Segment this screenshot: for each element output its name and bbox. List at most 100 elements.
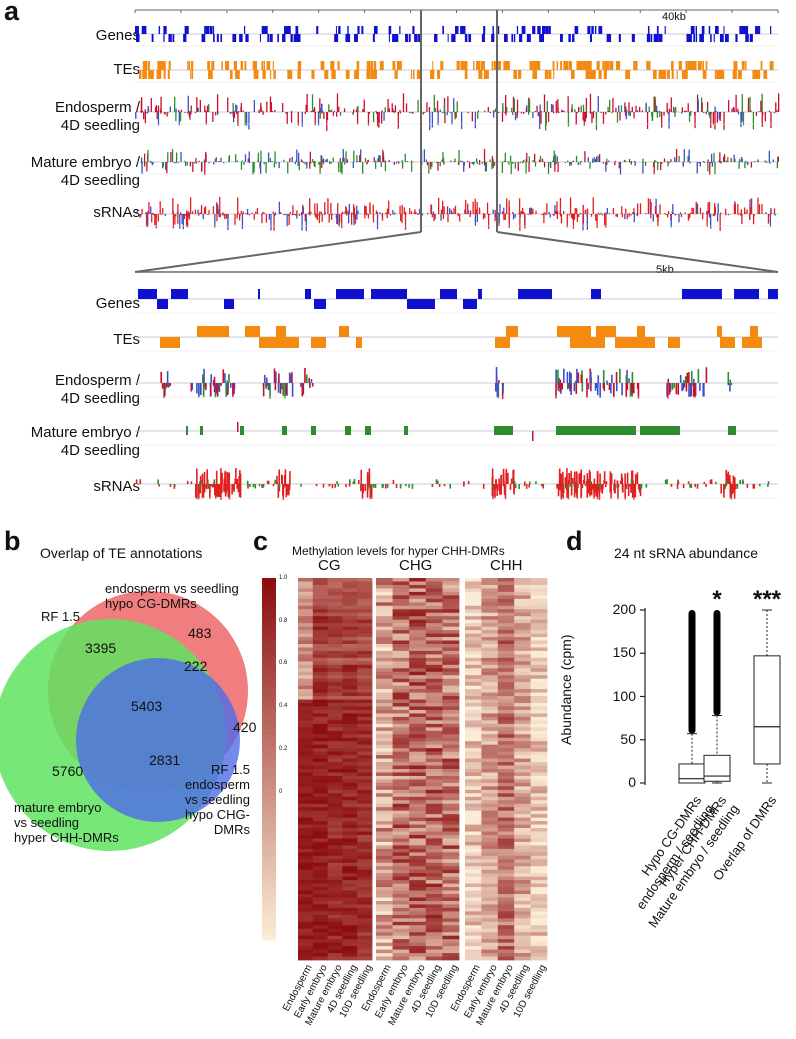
heatmap-cell [465,796,482,801]
gene-block [532,26,536,34]
heatmap-cell [465,810,482,815]
heatmap-cell [497,869,515,874]
dmr-bar [491,162,493,170]
heatmap-cell [442,810,460,815]
dmr-bar [517,162,519,171]
srna-bar [732,484,734,493]
heatmap-cell [392,744,410,749]
srna-bar [630,484,633,493]
heatmap-cell [392,918,410,923]
te-block [499,61,501,70]
srna-bar [449,484,452,489]
dmr-bar [467,112,469,114]
srna-bar [610,484,612,499]
heatmap-cell [342,584,358,589]
dmr-bar [693,112,696,116]
srna-bar [224,484,227,497]
heatmap-cell [497,914,515,919]
heatmap-cell [497,703,515,707]
dmr-bar [397,112,399,115]
heatmap-cell [465,650,482,655]
heatmap-cell [376,623,393,628]
heatmap-cell [376,873,393,878]
dmr-bar [489,112,491,114]
heatmap-cell [481,723,499,728]
srna-bar [624,214,626,220]
srna-bar [559,197,562,214]
srna-bar [634,212,636,214]
gene-block [540,34,545,42]
gene-block [590,34,593,42]
heatmap-cell [497,935,515,940]
dmr-bar [150,98,152,112]
heatmap-cell [392,800,410,805]
dmr-bar [727,157,729,162]
heatmap-cell [530,709,548,714]
srna-bar [249,484,251,488]
dmr-bar [393,162,395,165]
dmr-bar [682,383,685,390]
gene-block [723,26,725,34]
srna-bar [625,208,627,214]
dmr-bar [684,376,687,383]
srna-bar [610,473,613,484]
dmr-bar [527,112,530,115]
srna-bar [638,484,641,490]
heatmap-cell [442,880,460,884]
dmr-bar [478,159,481,162]
te-block [473,61,475,70]
heatmap-cell [514,894,531,898]
heatmap-cell [312,834,328,839]
dmr-bar [677,383,680,395]
te-block [144,70,146,79]
srna-bar [384,484,387,489]
srna-bar [729,474,731,484]
heatmap-cell [425,907,443,912]
dmr-bar [740,157,743,162]
srna-bar [202,214,204,220]
heatmap-cell [514,578,531,582]
te-block [732,70,737,79]
heatmap-cell [357,803,373,808]
srna-bar [433,214,435,222]
dmr-bar [713,152,715,162]
srna-bar [769,214,771,216]
te-block [163,70,166,79]
heatmap-cell [442,640,460,645]
heatmap-cell [442,727,460,732]
dmr-bar [210,374,213,383]
outlier-points [713,610,721,716]
heatmap-cell [442,682,460,687]
heatmap-cell [298,817,314,822]
srna-bar [512,469,514,484]
heatmap-cell [357,841,373,846]
srna-bar [590,484,593,496]
heatmap-cell [465,779,482,784]
heatmap-cell [442,664,460,669]
srna-bar [679,212,682,214]
heatmap-cell [327,591,343,596]
srna-bar [374,484,377,489]
dmr-bar [313,107,316,112]
dmr-bar [629,112,631,117]
heatmap-cell [342,650,358,655]
heatmap-cell [342,706,358,711]
srna-bar [295,214,297,216]
heatmap-cell [357,609,373,614]
dmr-bar [325,159,327,162]
srna-bar [672,212,675,214]
heatmap-cell [514,914,531,919]
dmr-bar [730,383,733,386]
heatmap-cell [481,862,499,867]
heatmap-cell [481,737,499,742]
heatmap-cell [497,755,515,759]
heatmap-cell [442,657,460,662]
heatmap-cell [409,654,427,659]
heatmap-cell [465,581,482,586]
heatmap-cell [327,699,343,704]
srna-bar [750,198,753,214]
colorbar-segment [262,789,276,796]
srna-bar [529,207,531,214]
dmr-bar [688,383,690,397]
